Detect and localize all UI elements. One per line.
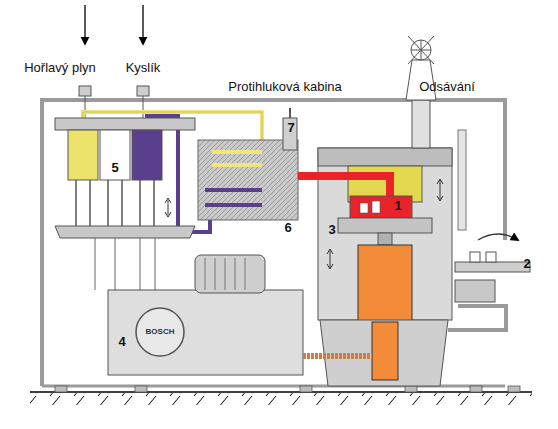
fin — [215, 258, 216, 290]
fan-blades — [408, 36, 434, 64]
mixing-block — [198, 140, 298, 220]
rod — [107, 180, 109, 226]
hydraulic-line — [303, 353, 372, 359]
fuel-channel — [212, 150, 262, 154]
cabin-label: Protihluková kabina — [228, 80, 341, 94]
ground-line — [30, 391, 532, 393]
callout-number: 4 — [118, 335, 125, 349]
cabin-wall — [42, 100, 505, 386]
valve — [137, 86, 149, 96]
callout-number: 6 — [284, 221, 291, 235]
rod — [75, 180, 77, 226]
stroke-arrow — [437, 179, 443, 201]
rod — [139, 180, 141, 226]
oxygen-channel — [205, 188, 262, 192]
valve — [79, 86, 91, 96]
link-line — [95, 238, 96, 290]
rod — [121, 180, 123, 226]
rod — [89, 180, 91, 226]
valve-stem — [289, 108, 291, 118]
foot — [470, 386, 482, 392]
gas-inlet-arrow — [84, 5, 85, 44]
press-table — [338, 218, 432, 233]
rotary-table — [455, 262, 530, 272]
workpiece — [360, 203, 368, 213]
table-drive — [455, 280, 495, 302]
ignition-valve — [283, 118, 297, 150]
cabin-door — [458, 130, 466, 230]
workpiece — [470, 252, 480, 262]
oxygen-channel — [205, 203, 262, 207]
stroke-arrow — [165, 198, 171, 217]
motor-fins — [205, 258, 245, 290]
press-crosshead — [318, 148, 452, 166]
link-line — [155, 238, 156, 290]
exhaust-label: Odsávání — [419, 80, 475, 94]
cylinder-column — [372, 322, 398, 380]
rotation-arrow — [478, 234, 518, 240]
gas-inlet-arrow — [142, 5, 143, 44]
supply-pipe — [143, 96, 144, 118]
link-line — [140, 238, 141, 290]
mixture-pipe — [298, 176, 390, 198]
hydraulic-cylinder — [358, 245, 412, 323]
fin — [205, 258, 206, 290]
ground-hatch — [30, 393, 532, 405]
workpiece — [372, 201, 380, 213]
callout-number: 5 — [111, 161, 118, 175]
foot — [135, 386, 147, 392]
machine-feet — [55, 386, 520, 392]
callout-number: 7 — [287, 121, 294, 135]
fuel-channel — [212, 163, 262, 167]
callout-number: 2 — [523, 257, 530, 271]
gas-inlet-label: Hořlavý plyn — [24, 61, 96, 75]
oxygen-cylinder — [132, 130, 162, 180]
rod — [153, 180, 155, 226]
foot — [405, 386, 417, 392]
fin — [235, 258, 236, 290]
gas-inlet-label: Kyslík — [126, 61, 161, 75]
foot — [55, 386, 67, 392]
pump-motor — [195, 255, 265, 293]
dosing-cylinder — [100, 130, 130, 180]
exhaust-duct — [412, 100, 430, 148]
dosing-top-plate — [55, 118, 195, 130]
block-channels — [205, 152, 262, 205]
callout-number: 1 — [394, 199, 401, 213]
foot — [300, 386, 312, 392]
brand-label: BOSCH — [146, 328, 175, 337]
callout-number: 3 — [328, 223, 335, 237]
hydraulic-links — [95, 238, 155, 290]
workpiece — [486, 252, 496, 262]
pump-badge — [136, 308, 184, 356]
fuel-cylinder — [68, 130, 98, 180]
fin — [245, 258, 246, 290]
link-line — [115, 238, 116, 290]
cabin-wall — [448, 306, 506, 330]
cylinder-rods — [76, 180, 154, 226]
fin — [225, 258, 226, 290]
foot — [508, 386, 520, 392]
stroke-arrow — [327, 249, 333, 269]
piston-rod — [378, 233, 392, 245]
hydraulic-unit — [108, 290, 303, 375]
combustion-chamber — [350, 196, 412, 218]
dosing-bottom-plate — [55, 226, 195, 238]
